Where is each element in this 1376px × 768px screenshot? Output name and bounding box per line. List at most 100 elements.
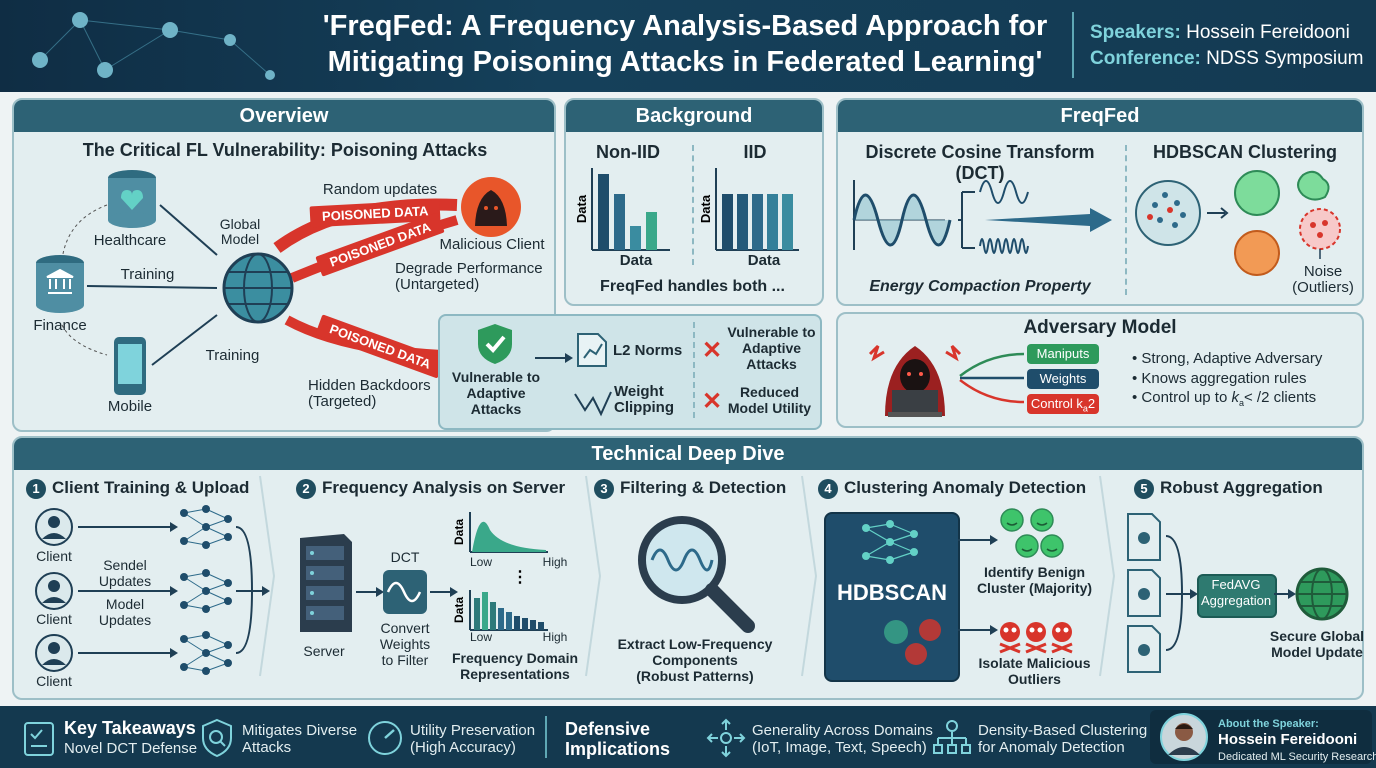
utility-text: Utility Preservation (High Accuracy): [410, 722, 536, 756]
speakers-line: Speakers: Hossein Fereidooni: [1090, 22, 1350, 43]
healthcare-database-icon: [108, 170, 156, 228]
step-separators: [259, 475, 1116, 677]
dct-to-freq-arrow: [430, 587, 458, 597]
defense-divider: [693, 322, 695, 418]
adversary-arrows: [959, 352, 1025, 404]
iid-xlabel: Data: [747, 252, 781, 269]
freqfed-heading: FreqFed: [838, 100, 1362, 132]
x-icon-2: ✕: [702, 388, 723, 415]
dct-title: Discrete Cosine Transform (DCT): [865, 142, 1095, 183]
server-to-dct-arrow: [356, 587, 384, 597]
training-label-2: Training: [205, 347, 260, 364]
degrade-performance-label: Degrade Performance (Untargeted): [395, 260, 543, 293]
speaker-name: Hossein Fereidooni: [1218, 731, 1358, 748]
noniid-xlabel: Data: [619, 252, 653, 269]
global-model-label: Global Model: [219, 216, 261, 247]
freqfed-divider: [1125, 145, 1127, 295]
clustering-arrows: [958, 535, 998, 635]
vulnerable-adaptive-label: Vulnerable to Adaptive Attacks: [727, 324, 816, 372]
hdbscan-clusters-icon: [884, 619, 941, 665]
key-takeaways-sub: Novel DCT Defense: [64, 740, 198, 757]
generality-text: Generality Across Domains (IoT, Image, T…: [752, 722, 933, 756]
mobile-label: Mobile: [107, 398, 153, 415]
svg-text:Data: Data: [698, 194, 713, 223]
weight-clipping-label: Weight Clipping: [614, 383, 674, 416]
isolate-outliers-label: Isolate Malicious Outliers: [978, 655, 1091, 687]
svg-text:Data: Data: [574, 194, 589, 223]
hacker-adversary-icon: [868, 344, 962, 417]
overview-panel: Overview: [12, 98, 556, 432]
speaker-role: Dedicated ML Security Researcher: [1218, 751, 1376, 763]
deep-dive-heading: Technical Deep Dive: [14, 438, 1362, 470]
svg-text:⋮: ⋮: [512, 569, 528, 586]
iid-title: IID: [743, 142, 767, 162]
hdbscan-clusters-diagram: [1135, 170, 1341, 276]
finance-database-icon: [36, 255, 84, 313]
noniid-bar-chart: Data: [574, 168, 670, 251]
about-speaker-label: About the Speaker:: [1218, 718, 1319, 730]
footer-bar: Key Takeaways Novel DCT Defense Mitigate…: [0, 706, 1376, 768]
footer-divider: [545, 716, 547, 758]
gauge-icon: [368, 721, 402, 755]
manipulates-pill: Maniputs: [1027, 344, 1099, 364]
finance-label: Finance: [33, 317, 87, 334]
weight-clipping-icon: [574, 391, 612, 417]
step1-diagram: [35, 505, 270, 675]
background-footer: FreqFed handles both ...: [600, 278, 785, 295]
energy-compaction-label: Energy Compaction Property: [869, 278, 1091, 295]
benign-smileys-icon: [1000, 508, 1064, 558]
server-rack-icon: [300, 534, 352, 632]
magnifier-icon: [638, 516, 755, 633]
key-takeaways-title: Key Takeaways: [64, 718, 196, 738]
defensive-implications-title: Defensive Implications: [565, 719, 671, 759]
frequency-spectrum-charts: Data ⋮ Data: [452, 512, 548, 631]
fedavg-label: FedAVG Aggregation: [1200, 577, 1272, 608]
shield-search-icon: [202, 718, 232, 758]
control-pill: Control ka2: [1027, 394, 1099, 414]
secure-update-label: Secure Global Model Update: [1269, 628, 1365, 660]
noise-outliers-label: Noise (Outliers): [1292, 263, 1354, 296]
dct-label: DCT: [390, 549, 420, 565]
high-label-2: High: [542, 630, 568, 644]
adversary-bullet-1: • Strong, Adaptive Adversary: [1132, 350, 1323, 367]
x-icon-1: ✕: [702, 337, 723, 364]
mobile-phone-icon: [114, 337, 146, 395]
defense-arrow: [535, 353, 573, 363]
extract-label: Extract Low-Frequency Components (Robust…: [617, 636, 773, 684]
l2-norms-doc-icon: [577, 333, 607, 367]
client-label-2: Client: [36, 611, 72, 627]
low-label-1: Low: [469, 555, 492, 569]
conference-line: Conference: NDSS Symposium: [1090, 48, 1364, 69]
overview-heading: Overview: [14, 100, 554, 132]
l2-norms-label: L2 Norms: [613, 342, 683, 359]
page-title: 'FreqFed: A Frequency Analysis-Based App…: [322, 10, 1048, 78]
density-text: Density-Based Clustering for Anomaly Det…: [978, 722, 1148, 756]
convert-weights-label: Convert Weights to Filter: [379, 620, 431, 668]
overview-subtitle: The Critical FL Vulnerability: Poisoning…: [82, 140, 488, 160]
mitigates-text: Mitigates Diverse Attacks: [242, 722, 358, 756]
header-divider: [1072, 12, 1074, 78]
malicious-skulls-icon: [999, 622, 1073, 654]
network-graphic-icon: [32, 12, 275, 80]
header-banner: 'FreqFed: A Frequency Analysis-Based App…: [0, 0, 1376, 92]
vulnerable-label: Vulnerable to Adaptive Attacks: [451, 369, 541, 417]
global-model-globe-icon: [222, 252, 294, 324]
reduced-utility-label: Reduced Model Utility: [727, 384, 812, 416]
domains-network-icon: [706, 718, 746, 758]
high-label-1: High: [542, 555, 568, 569]
adversary-bullet-3: • Control up to ka< /2 clients: [1132, 389, 1317, 408]
malicious-client-icon: [461, 177, 521, 237]
adversary-heading: Adversary Model: [1023, 317, 1177, 338]
noniid-title: Non-IID: [596, 142, 660, 162]
fedavg-to-globe-arrow: [1274, 589, 1296, 599]
background-divider: [692, 145, 694, 265]
model-docs-icon: [1127, 513, 1198, 673]
secure-global-model-globe-icon: [1295, 567, 1349, 621]
svg-text:Data: Data: [452, 597, 466, 623]
iid-bar-chart: Data: [698, 168, 799, 251]
